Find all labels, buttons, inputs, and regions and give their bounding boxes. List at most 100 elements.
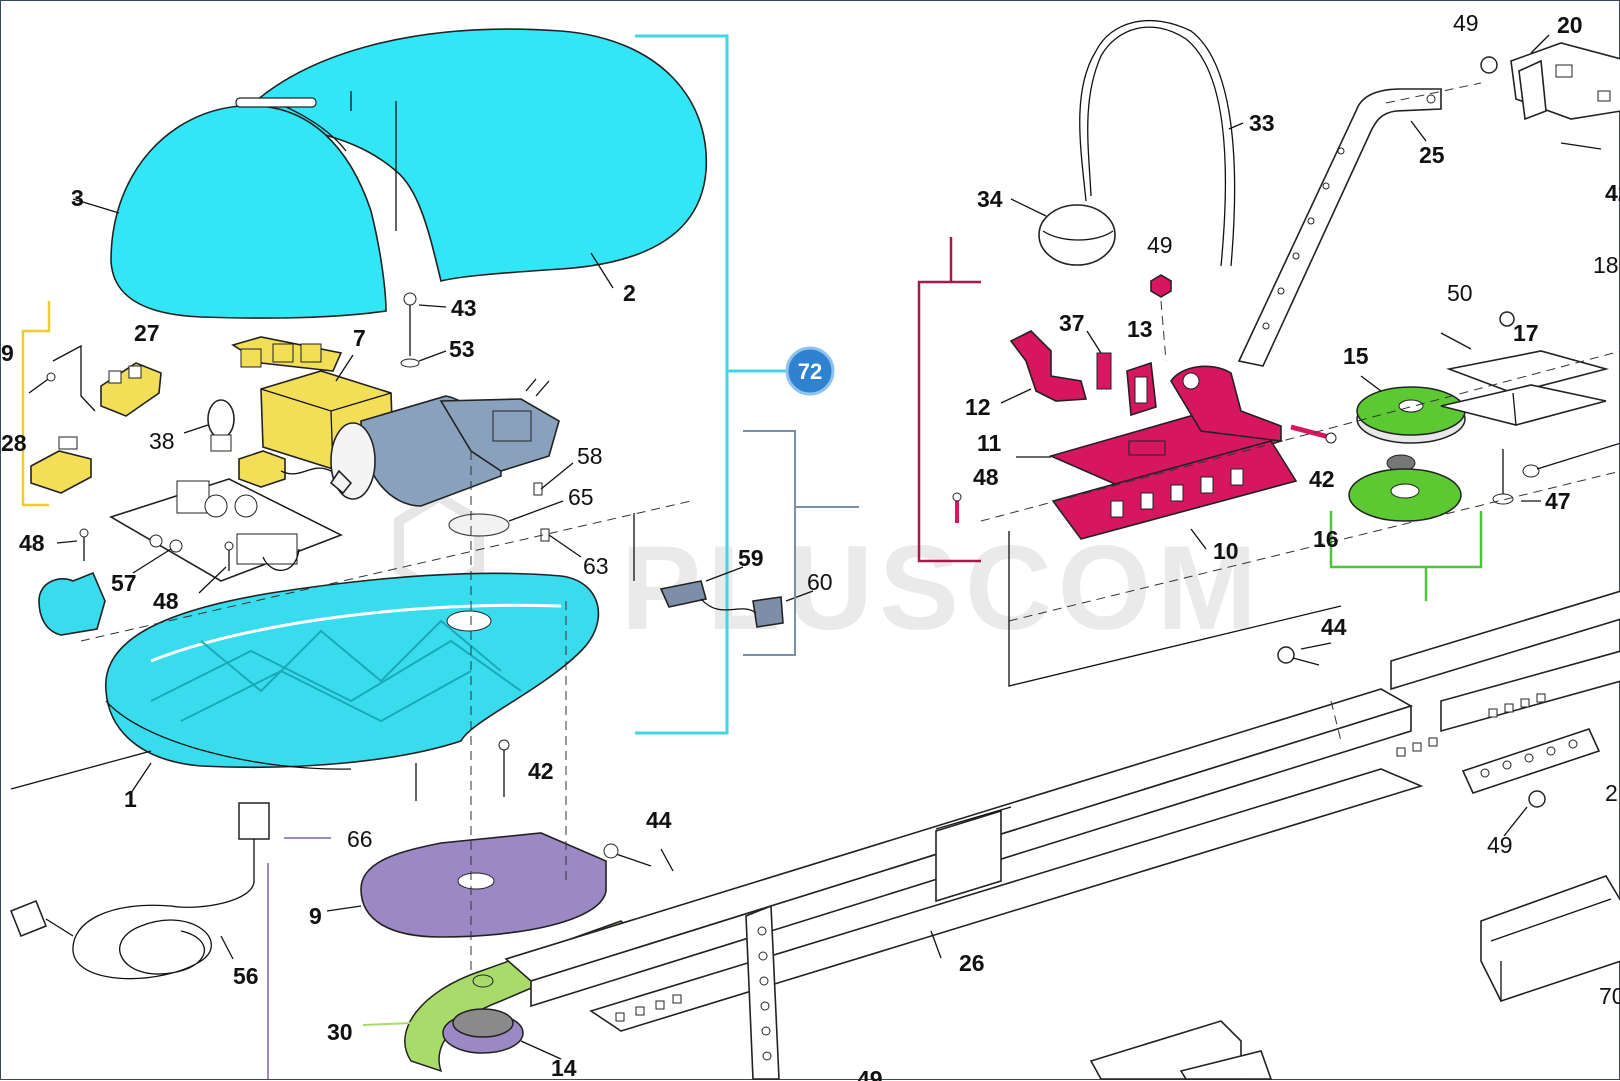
bracket-66 (267, 837, 331, 1079)
bolt-47 (1492, 449, 1514, 505)
screw-9 (28, 372, 56, 394)
watermark-text: PLUSCOM (621, 521, 1263, 655)
callout-label: 53 (449, 336, 475, 362)
callout-label: 42 (528, 758, 554, 784)
switch-plate-28 (30, 436, 92, 494)
callout-label: 47 (1545, 488, 1571, 514)
callout-label: 2 (623, 280, 636, 306)
callout-label: 49 (1453, 10, 1479, 36)
callout-label: 38 (149, 428, 175, 454)
screw-48-board (224, 541, 234, 571)
callout-label: 65 (568, 484, 594, 510)
badge-72: 72 (785, 346, 835, 396)
part-59 (659, 580, 784, 628)
terminal-block (238, 450, 286, 488)
release-ball-34 (1038, 204, 1116, 266)
cover-front-part (110, 97, 387, 319)
callout-label: 56 (233, 963, 259, 989)
trolley-10 (1051, 440, 1298, 540)
callout-label: 50 (1447, 280, 1473, 306)
callout-label: 48 (973, 464, 999, 490)
callout-label: 37 (1059, 310, 1085, 336)
bolt-long (1522, 442, 1620, 478)
callout-label: 70 (1599, 983, 1620, 1009)
screw-43 (400, 292, 420, 368)
nut-49-top (1480, 56, 1498, 74)
callout-label: 34 (977, 186, 1003, 212)
spring-37 (1096, 352, 1112, 390)
screw-44-left (603, 843, 652, 867)
bulb-38 (207, 399, 235, 452)
callout-label: 57 (111, 570, 137, 596)
rail-assembly-26 (504, 590, 1620, 1032)
screw-42 (498, 739, 510, 797)
plate-17 (1440, 350, 1610, 426)
callout-label: 16 (1313, 526, 1339, 552)
limit-switch-27 (100, 362, 162, 417)
bracket-72 (635, 34, 791, 735)
bracket-60 (743, 430, 859, 656)
hanger-bracket-bottom (1089, 1020, 1273, 1080)
power-cable-56 (9, 802, 270, 980)
callout-label: 11 (977, 430, 1002, 456)
nut-49-rail (1528, 790, 1546, 808)
callout-label: 42 (1605, 180, 1620, 206)
callout-label: 44 (1321, 614, 1347, 640)
callout-label: 9 (309, 903, 322, 929)
part-58 (533, 482, 543, 496)
callout-label: 48 (153, 588, 179, 614)
callout-label: 28 (1, 430, 27, 456)
callout-label: 58 (577, 443, 603, 469)
bracket-yellow (21, 301, 51, 507)
callout-label: 43 (451, 295, 477, 321)
door-bracket-20 (1510, 42, 1620, 121)
control-board-57 (109, 478, 343, 582)
callout-labels: 3 2 9 27 28 7 43 53 38 58 65 63 48 57 48… (1, 10, 1620, 1081)
lever-12 (1009, 330, 1088, 402)
callout-label: 49 (1147, 232, 1173, 258)
callout-label: 20 (1557, 12, 1583, 38)
arm-bracket-25 (1237, 88, 1442, 367)
hanger-bracket-70 (1480, 875, 1620, 1002)
bracket-green (1329, 511, 1483, 601)
callout-label: 1 (124, 786, 137, 812)
perforated-strap (745, 904, 780, 1080)
nut-50 (1499, 311, 1515, 327)
screw-44-right (1277, 646, 1320, 666)
link-13 (1126, 361, 1157, 417)
callout-label: 18 (1593, 252, 1619, 278)
callout-label: 2 (1605, 780, 1618, 806)
callout-label: 49 (1487, 832, 1513, 858)
sensor-part (38, 571, 106, 636)
callout-label: 15 (1343, 343, 1369, 369)
bracket-magenta (917, 237, 981, 563)
callout-label: 17 (1513, 320, 1539, 346)
callout-label: 27 (134, 320, 160, 346)
screw-42-carriage (1290, 424, 1337, 444)
callout-label: 13 (1127, 316, 1153, 342)
callout-label: 60 (807, 569, 833, 595)
gear-16 (1348, 468, 1462, 522)
carriage-11 (1048, 365, 1284, 492)
motor-plate-9 (360, 832, 607, 938)
callout-label: 66 (347, 826, 373, 852)
callout-label: 59 (738, 545, 764, 571)
callout-label: 25 (1419, 142, 1445, 168)
alignment-lines (80, 82, 1620, 976)
callout-label: 26 (959, 950, 985, 976)
washer-65 (448, 513, 510, 537)
motor-unit (329, 378, 560, 507)
release-cord-33 (1079, 19, 1236, 267)
callout-label: 3 (71, 185, 84, 211)
callout-label: 48 (19, 530, 45, 556)
strap-plate-right (1461, 728, 1601, 794)
callout-label: 33 (1249, 110, 1275, 136)
screw-48-left (79, 528, 89, 561)
gear-15 (1356, 386, 1466, 472)
callout-label: 10 (1213, 538, 1239, 564)
callout-label: 12 (965, 394, 991, 420)
badge-72-text: 72 (798, 359, 822, 384)
callout-label: 49 (857, 1066, 883, 1081)
